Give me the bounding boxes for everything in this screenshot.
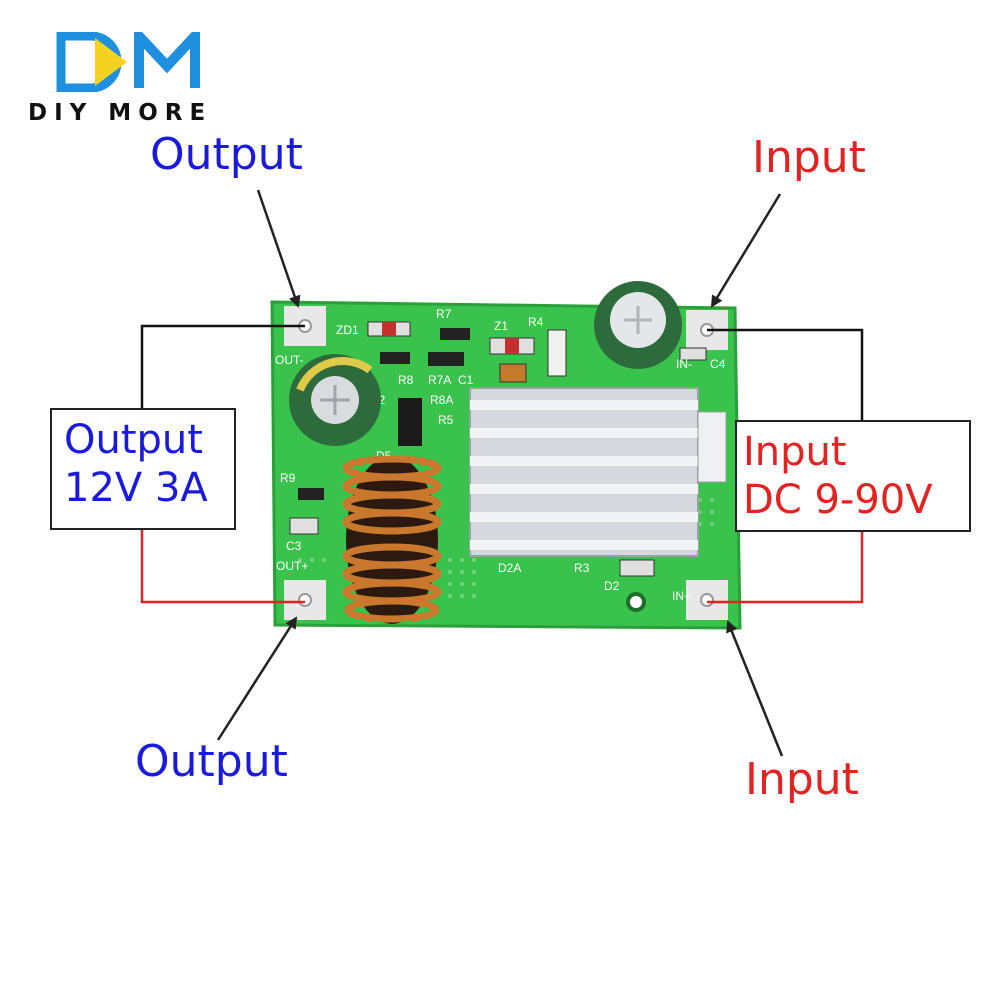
silk-c1: C1 — [458, 373, 474, 387]
silk-d2: D2 — [604, 579, 620, 593]
output-spec-box: Output 12V 3A — [50, 408, 236, 530]
output-label-top: Output — [150, 129, 303, 180]
arrow-icon — [216, 616, 298, 741]
output-label-bottom: Output — [135, 736, 288, 787]
silk-r7a: R7A — [428, 373, 451, 387]
pcb-board: OUT- OUT+ IN- IN+ ZD1 R7 Z1 R4 C4 R8 R7A… — [270, 281, 742, 630]
wire-output-negative — [140, 324, 305, 408]
capacitor-left — [289, 354, 381, 446]
silk-r7: R7 — [436, 307, 452, 321]
input-spec-value: DC 9-90V — [743, 477, 933, 523]
silk-zd1: ZD1 — [336, 323, 359, 337]
output-spec-title: Output — [64, 417, 203, 463]
brand-name: DIY MORE — [28, 100, 213, 126]
silk-r5: R5 — [438, 413, 454, 427]
silk-r8: R8 — [398, 373, 414, 387]
wire-output-positive — [140, 530, 305, 604]
silk-d2a: D2A — [498, 561, 521, 575]
arrow-icon — [256, 189, 301, 308]
silk-r9: R9 — [280, 471, 296, 485]
silk-r4: R4 — [528, 315, 544, 329]
logo-icon — [56, 32, 200, 92]
silk-in-plus: IN+ — [672, 589, 691, 603]
arrow-icon — [726, 620, 784, 757]
arrow-icon — [710, 193, 782, 308]
capacitor-right — [594, 281, 682, 369]
wiring — [140, 324, 864, 604]
silk-out-plus: OUT+ — [276, 559, 308, 573]
heatsink — [469, 387, 727, 557]
silk-c4: C4 — [710, 357, 726, 371]
silk-in-minus: IN- — [676, 357, 692, 371]
inductor-coil — [342, 455, 442, 624]
silk-r8a: R8A — [430, 393, 453, 407]
input-label-top: Input — [752, 132, 866, 183]
input-spec-box: Input DC 9-90V — [735, 420, 971, 532]
input-spec-title: Input — [743, 429, 847, 475]
wire-input-negative — [707, 328, 864, 420]
silk-c3: C3 — [286, 539, 302, 553]
output-spec-value: 12V 3A — [64, 465, 208, 511]
silk-z1: Z1 — [494, 319, 508, 333]
silk-out-minus: OUT- — [275, 353, 304, 367]
wire-input-positive — [707, 532, 864, 604]
silk-r3: R3 — [574, 561, 590, 575]
input-label-bottom: Input — [745, 754, 859, 805]
